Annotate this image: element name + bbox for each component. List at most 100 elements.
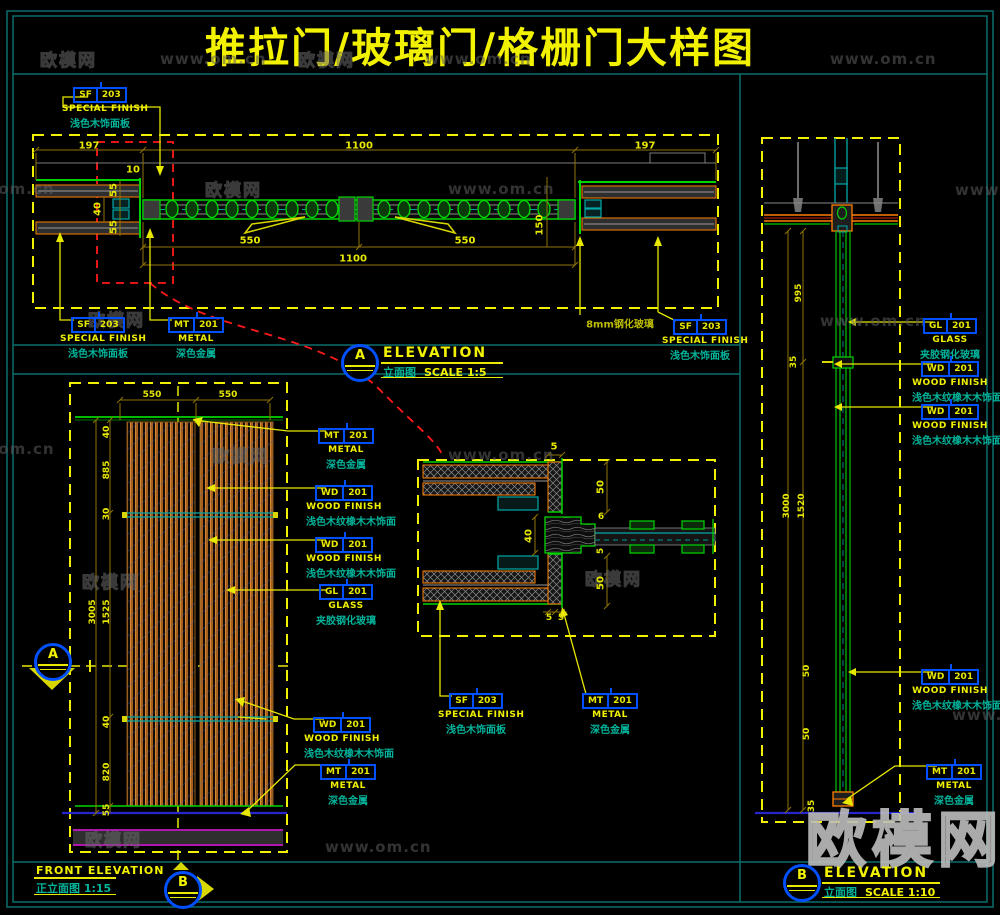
view-mark-b: B	[783, 864, 821, 902]
watermark-site: www.om.cn	[820, 312, 927, 330]
dim-detail-5a: 5	[545, 613, 553, 623]
dim-plan-left: 197	[78, 140, 100, 152]
front-leaders	[192, 417, 327, 817]
glass-note: 8mm钢化玻璃	[586, 319, 654, 331]
dim-front-550a: 550	[142, 390, 162, 400]
slide-direction-arrow-left	[243, 216, 306, 235]
roller-icon	[305, 199, 319, 219]
ceiling-assembly	[764, 138, 898, 233]
watermark-site: www.om.cn	[955, 181, 1000, 199]
dim-side-v7: 35	[807, 799, 817, 813]
door-panel-section	[755, 231, 916, 815]
dim-front-v3: 30	[102, 507, 112, 521]
detail-upper-wall	[422, 458, 563, 514]
watermark-brand: 欧模网	[85, 831, 142, 852]
dim-detail-5s: 5	[596, 547, 606, 555]
dim-plan-550a: 550	[239, 235, 261, 247]
watermark-brand: 欧模网	[205, 181, 262, 202]
mid-rails	[127, 512, 273, 722]
dim-side-v1: 995	[794, 283, 804, 303]
watermark-brand: 欧模网	[88, 311, 145, 332]
dim-plan-55b: 55	[108, 220, 120, 234]
dim-detail-5b: 5	[557, 613, 565, 623]
watermark-site: www.om.cn	[830, 50, 937, 68]
dim-detail-50b: 50	[595, 576, 607, 590]
side-dashed-border	[761, 137, 901, 823]
roller-icon	[497, 199, 511, 219]
watermark-site: www.om.cn	[0, 180, 55, 198]
roller-icon	[245, 199, 259, 219]
watermark-brand: 欧模网	[212, 447, 269, 468]
sheet-frame	[6, 10, 994, 908]
dim-side-v5: 50	[802, 664, 812, 678]
detail-door-stile	[544, 516, 716, 554]
plan-left-wall	[35, 178, 141, 238]
dim-side-v6: 50	[802, 727, 812, 741]
watermark-brand: 欧模网	[40, 51, 97, 72]
dim-front-v6: 40	[102, 715, 112, 729]
dim-front-v8: 55	[102, 803, 112, 817]
slide-direction-arrow-right	[394, 216, 457, 235]
roller-icon	[285, 199, 299, 219]
dim-side-v4: 1520	[797, 493, 807, 519]
watermark-site: www.om.cn	[325, 838, 432, 856]
sheet-title: 推拉门/玻璃门/格栅门大样图	[205, 24, 755, 72]
roller-icon	[325, 199, 339, 219]
roller-icon	[205, 199, 219, 219]
plan-view-title: ELEVATION	[383, 345, 488, 361]
dim-plan-55a: 55	[108, 183, 120, 197]
dim-detail-6: 6	[597, 512, 605, 522]
dim-detail-40: 40	[523, 529, 535, 543]
watermark-site: www.om.cn	[448, 180, 555, 198]
dim-plan-10: 10	[126, 164, 140, 176]
dim-front-550b: 550	[218, 390, 238, 400]
detail-lower-wall	[422, 552, 563, 608]
plan-door-leaf	[142, 196, 576, 235]
plan-leaders	[56, 96, 677, 322]
section-marker-b: B	[164, 871, 202, 909]
watermark-brand: 欧模网	[82, 573, 139, 594]
dim-plan-mid: 1100	[345, 140, 373, 152]
roller-icon	[225, 199, 239, 219]
front-view-title: FRONT ELEVATION	[36, 864, 165, 877]
dim-side-v3: 3000	[782, 493, 792, 519]
side-dimension-lines	[784, 227, 807, 814]
jamb-detail-view	[417, 451, 716, 697]
roller-icon	[165, 199, 179, 219]
detail-reference-leader	[149, 282, 445, 459]
watermark-brand: 欧模网	[585, 570, 642, 591]
watermark-site: www.om.cn	[0, 440, 55, 458]
dim-front-v5: 3005	[88, 599, 98, 625]
watermark-site: www.om.cn	[952, 706, 1000, 724]
dim-plan-150: 150	[534, 214, 546, 236]
dim-front-v1: 40	[102, 425, 112, 439]
roller-icon	[457, 199, 471, 219]
watermark-brand-large: 欧模网	[805, 805, 1000, 878]
dim-front-v4: 1525	[102, 599, 112, 625]
front-elevation-view	[22, 382, 327, 866]
